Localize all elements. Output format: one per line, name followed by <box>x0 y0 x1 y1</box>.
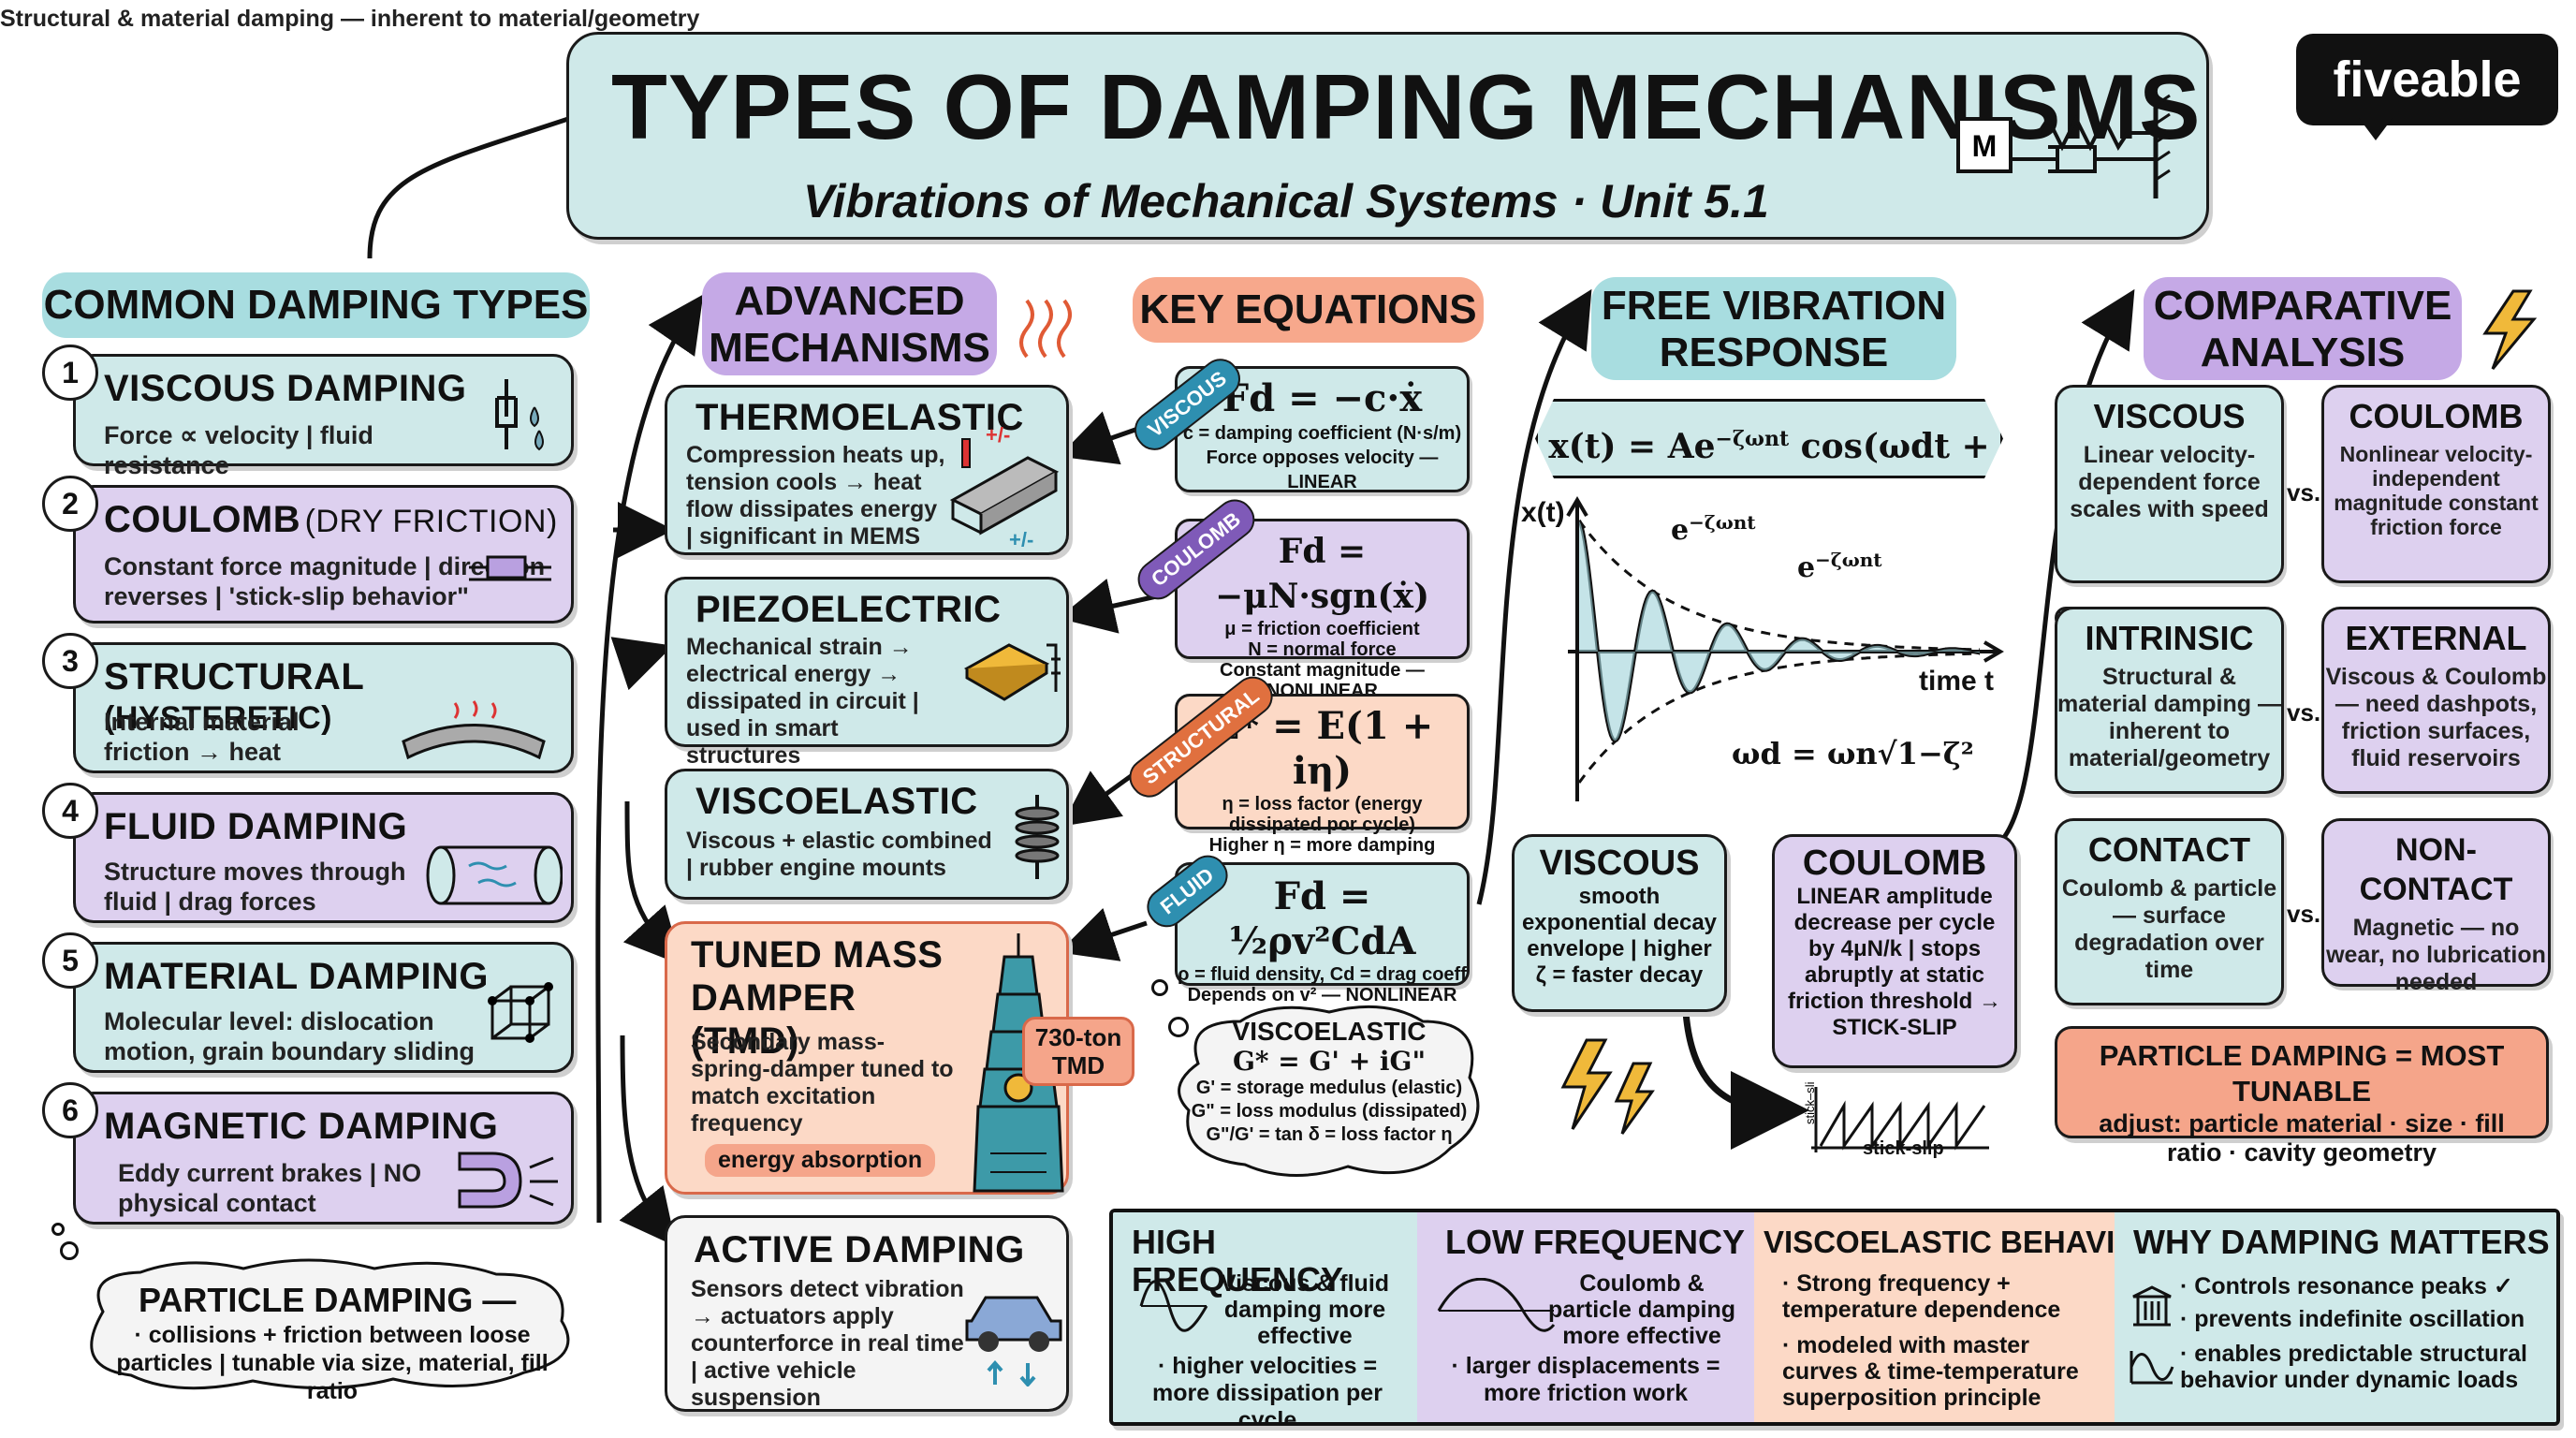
card-material-damping: MATERIAL DAMPING Molecular level: disloc… <box>73 942 574 1073</box>
damped-frequency-label: ωd = ωn√1−ζ² <box>1732 736 1974 771</box>
decay-plot <box>1566 496 2004 801</box>
card-tuned-mass-damper: TUNED MASS DAMPER (TMD) Secondary mass-s… <box>665 921 1069 1195</box>
low-freq-wave-icon <box>1437 1278 1556 1332</box>
fluid-cylinder-icon <box>426 845 563 905</box>
badge-4: 4 <box>42 783 98 839</box>
heat-waves-icon <box>1019 299 1072 359</box>
thought-bubble-dot <box>60 1241 79 1260</box>
car-suspension-icon <box>965 1296 1062 1387</box>
badge-3: 3 <box>42 633 98 689</box>
envelope-label-2: e−ζωnt <box>1797 549 1882 584</box>
badge-5: 5 <box>42 932 98 989</box>
building-icon <box>2132 1285 2172 1327</box>
vs-label: vs. <box>2287 900 2321 928</box>
friction-block-icon <box>469 555 551 581</box>
tmd-weight-tag: 730-ton TMD <box>1022 1017 1134 1086</box>
stick-slip-graph: stick–slip <box>1803 1082 1989 1152</box>
axis-x-label: time t <box>1919 666 1995 697</box>
badge-1: 1 <box>42 345 98 401</box>
why-damping-panel: WHY DAMPING MATTERS · Controls resonance… <box>2115 1212 2556 1422</box>
particle-damping-title: PARTICLE DAMPING — <box>139 1281 517 1319</box>
vs-label: vs. <box>2287 478 2321 506</box>
crystal-lattice-icon <box>488 982 553 1043</box>
svg-text:+/-: +/- <box>986 423 1010 447</box>
dashpot-icon <box>495 379 544 451</box>
advanced-header: ADVANCED MECHANISMS <box>702 272 997 375</box>
heated-beam-icon <box>402 700 546 760</box>
key-equations-header: KEY EQUATIONS <box>1133 277 1484 343</box>
card-piezoelectric: PIEZOELECTRIC Mechanical strain → electr… <box>665 577 1069 769</box>
wave-chart-icon <box>2130 1351 2174 1385</box>
eq-viscous: Fd = −c·ẋ c = damping coefficient (N·s/m… <box>1175 366 1470 492</box>
thought-bubble-dot <box>51 1223 65 1236</box>
badge-6: 6 <box>42 1082 98 1138</box>
card-fluid-damping: FLUID DAMPING Structure moves through fl… <box>73 792 574 923</box>
stick-slip-label: stick-slip <box>1863 1138 1944 1159</box>
svg-text:stick–slip: stick–slip <box>1803 1082 1817 1124</box>
lightning-icon <box>1560 1038 1655 1135</box>
page-title: TYPES OF DAMPING MECHANISMS <box>611 55 2202 158</box>
free-vibration-header: FREE VIBRATION RESPONSE <box>1591 277 1956 380</box>
envelope-upper <box>1577 520 1980 652</box>
comparative-header: COMPARATIVE ANALYSIS <box>2144 277 2462 380</box>
card-coulomb-decay: COULOMB LINEAR amplitude decrease per cy… <box>1772 834 2017 1068</box>
page-subtitle: Vibrations of Mechanical Systems · Unit … <box>803 175 1769 227</box>
thought-bubble-dot <box>1151 979 1168 996</box>
axis-y-label: x(t) <box>1521 497 1565 528</box>
low-frequency-panel: LOW FREQUENCY Coulomb & particle damping… <box>1417 1212 1754 1422</box>
vs-label: vs. <box>2287 698 2321 726</box>
card-viscous-decay: VISCOUS smooth exponential decay envelop… <box>1512 834 1727 1012</box>
card-active-damping: ACTIVE DAMPING Sensors detect vibration … <box>665 1215 1069 1412</box>
svg-text:M: M <box>1972 129 1998 163</box>
high-frequency-panel: HIGH FREQUENCY Viscous & fluid damping m… <box>1113 1212 1417 1422</box>
viscoelastic-cloud: VISCOELASTIC G* = G' + iG" G' = storage … <box>1191 1017 1468 1145</box>
card-viscous-damping: VISCOUS DAMPING Force ∝ velocity | fluid… <box>73 354 574 479</box>
title-banner: TYPES OF DAMPING MECHANISMS Vibrations o… <box>566 32 2209 240</box>
card-structural-damping: STRUCTURAL (HYSTERETIC) Internal materia… <box>73 642 574 773</box>
card-magnetic-damping: MAGNETIC DAMPING Eddy current brakes | N… <box>73 1092 574 1225</box>
card-thermoelastic: THERMOELASTIC Compression heats up, tens… <box>665 385 1069 555</box>
svg-text:+/-: +/- <box>1009 528 1033 547</box>
bottom-strip: HIGH FREQUENCY Viscous & fluid damping m… <box>1109 1209 2560 1426</box>
rubber-mount-icon <box>1015 795 1060 879</box>
brand-logo-tail <box>2359 118 2393 140</box>
lightning-small-icon <box>2482 289 2538 370</box>
particle-damping-desc: · collisions + friction between loose pa… <box>116 1322 549 1404</box>
free-vibration-equation: x(t) = Ae−ζωnt cos(ωdt + φ) <box>1535 399 2003 478</box>
viscoelastic-cloud-shape <box>1178 1005 1480 1178</box>
horseshoe-magnet-icon <box>458 1152 558 1209</box>
particle-most-tunable: PARTICLE DAMPING = MOST TUNABLE adjust: … <box>2055 1026 2549 1167</box>
card-viscoelastic: VISCOELASTIC Viscous + elastic combined … <box>665 769 1069 900</box>
high-freq-wave-icon <box>1139 1280 1208 1332</box>
energy-absorption-badge: energy absorption <box>705 1144 936 1177</box>
viscoelastic-behavior-panel: VISCOELASTIC BEHAVIOR · Strong frequency… <box>1754 1212 2161 1422</box>
oscillation-fill <box>1579 521 1980 741</box>
piezo-chip-icon <box>963 643 1061 701</box>
mass-spring-damper-icon: M <box>1956 94 2171 198</box>
particle-cloud-shape <box>90 1258 570 1390</box>
envelope-label-1: e−ζωnt <box>1671 511 1756 547</box>
card-coulomb-damping: COULOMB (DRY FRICTION) Constant force ma… <box>73 485 574 624</box>
thermo-block-icon: +/- +/- <box>949 423 1060 547</box>
badge-2: 2 <box>42 476 98 532</box>
eq-fluid: Fd = ½ρv²CdA ρ = fluid density, Cd = dra… <box>1175 862 1470 1005</box>
brand-logo[interactable]: fiveable <box>2296 34 2558 125</box>
common-types-header: COMMON DAMPING TYPES <box>42 272 590 338</box>
thought-bubble-dot <box>1168 1017 1189 1037</box>
